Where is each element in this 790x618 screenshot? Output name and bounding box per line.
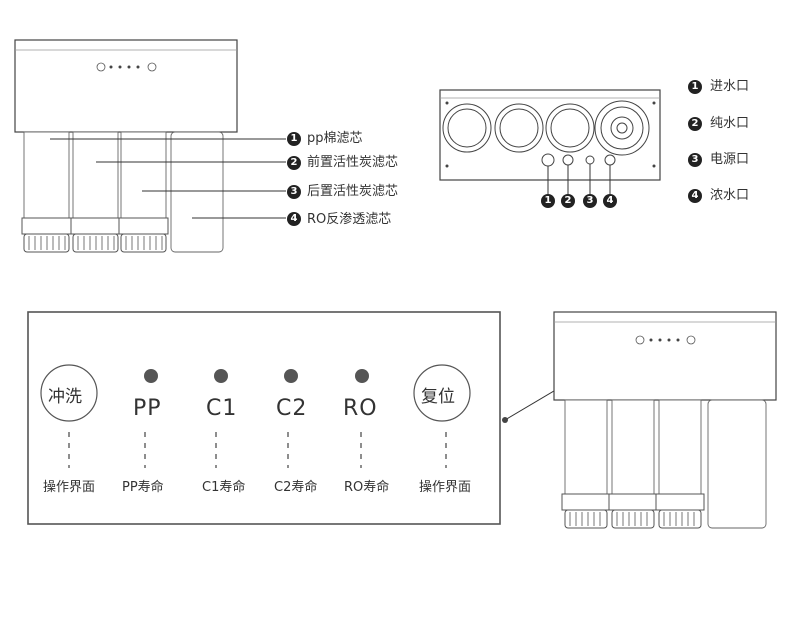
label-number-badge: 1 bbox=[287, 132, 301, 146]
port-number-badge: 1 bbox=[541, 194, 555, 208]
caption-pp-life: PP寿命 bbox=[122, 480, 164, 495]
reset-button-label: 复位 bbox=[421, 387, 455, 407]
caption-operation: 操作界面 bbox=[43, 480, 96, 495]
indicator-label-ro: RO bbox=[343, 396, 378, 421]
legend-waste-water-outlet: 浓水口 bbox=[710, 188, 750, 203]
label-pre-carbon-filter: 前置活性炭滤芯 bbox=[307, 155, 399, 170]
label-number-badge: 3 bbox=[287, 185, 301, 199]
legend-number-badge: 3 bbox=[688, 153, 702, 167]
indicator-label-pp: PP bbox=[133, 396, 162, 421]
label-number-badge: 4 bbox=[287, 212, 301, 226]
legend-water-inlet: 进水口 bbox=[710, 79, 750, 94]
caption-c1-life: C1寿命 bbox=[202, 480, 246, 495]
indicator-label-c2: C2 bbox=[276, 396, 308, 421]
legend-power-port: 电源口 bbox=[710, 152, 750, 167]
indicator-label-c1: C1 bbox=[206, 396, 238, 421]
label-ro-filter: RO反渗透滤芯 bbox=[307, 212, 392, 227]
legend-number-badge: 1 bbox=[688, 80, 702, 94]
caption-c2-life: C2寿命 bbox=[274, 480, 318, 495]
port-number-badge: 3 bbox=[583, 194, 597, 208]
label-number-badge: 2 bbox=[287, 156, 301, 170]
caption-ro-life: RO寿命 bbox=[344, 480, 390, 495]
flush-button-label: 冲洗 bbox=[48, 387, 82, 407]
legend-pure-water-outlet: 纯水口 bbox=[710, 116, 750, 131]
port-number-badge: 2 bbox=[561, 194, 575, 208]
label-post-carbon-filter: 后置活性炭滤芯 bbox=[307, 184, 399, 199]
caption-operation: 操作界面 bbox=[419, 480, 472, 495]
legend-number-badge: 2 bbox=[688, 117, 702, 131]
legend-number-badge: 4 bbox=[688, 189, 702, 203]
label-pp-filter: pp棉滤芯 bbox=[307, 131, 363, 146]
port-number-badge: 4 bbox=[603, 194, 617, 208]
